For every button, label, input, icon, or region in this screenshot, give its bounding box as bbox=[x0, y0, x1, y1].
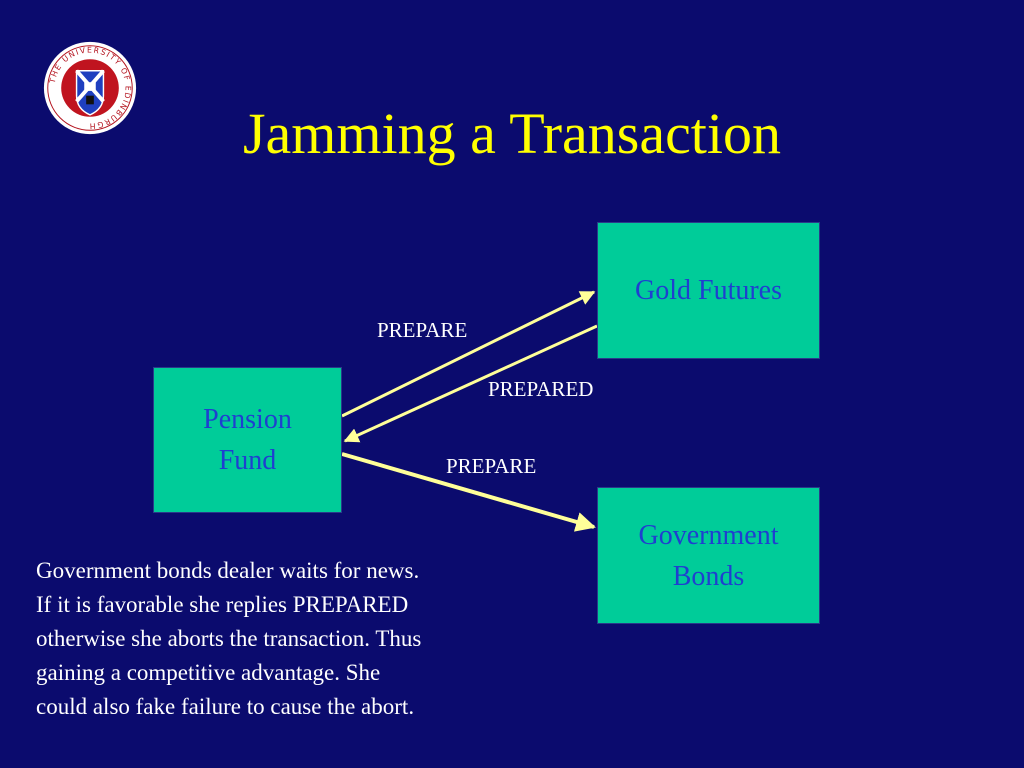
explanation-note: Government bonds dealer waits for news. … bbox=[36, 554, 556, 724]
node-pension-fund-label: Pension Fund bbox=[203, 404, 292, 476]
node-gold-futures-label: Gold Futures bbox=[635, 275, 782, 306]
arrow-pension-to-gold bbox=[341, 290, 596, 418]
arrow-pension-to-bonds bbox=[341, 452, 596, 532]
edge-label-prepare-gold: PREPARE bbox=[377, 318, 468, 342]
note-line: could also fake failure to cause the abo… bbox=[36, 694, 415, 719]
node-government-bonds-label: Government Bonds bbox=[638, 519, 779, 592]
arrow-gold-to-pension bbox=[343, 324, 598, 443]
node-pension-fund: Pension Fund bbox=[153, 367, 342, 513]
note-line: If it is favorable she replies PREPARED bbox=[36, 592, 409, 617]
node-gold-futures: Gold Futures bbox=[597, 222, 820, 359]
note-line: otherwise she aborts the transaction. Th… bbox=[36, 626, 422, 651]
university-crest-logo: THE UNIVERSITY OF EDINBURGH bbox=[43, 41, 137, 135]
edge-label-prepared: PREPARED bbox=[488, 377, 594, 401]
slide-title: Jamming a Transaction bbox=[242, 101, 782, 166]
edge-label-prepare-bonds: PREPARE bbox=[446, 454, 537, 478]
note-line: gaining a competitive advantage. She bbox=[36, 660, 381, 685]
node-government-bonds: Government Bonds bbox=[597, 487, 820, 624]
note-line: Government bonds dealer waits for news. bbox=[36, 558, 420, 583]
